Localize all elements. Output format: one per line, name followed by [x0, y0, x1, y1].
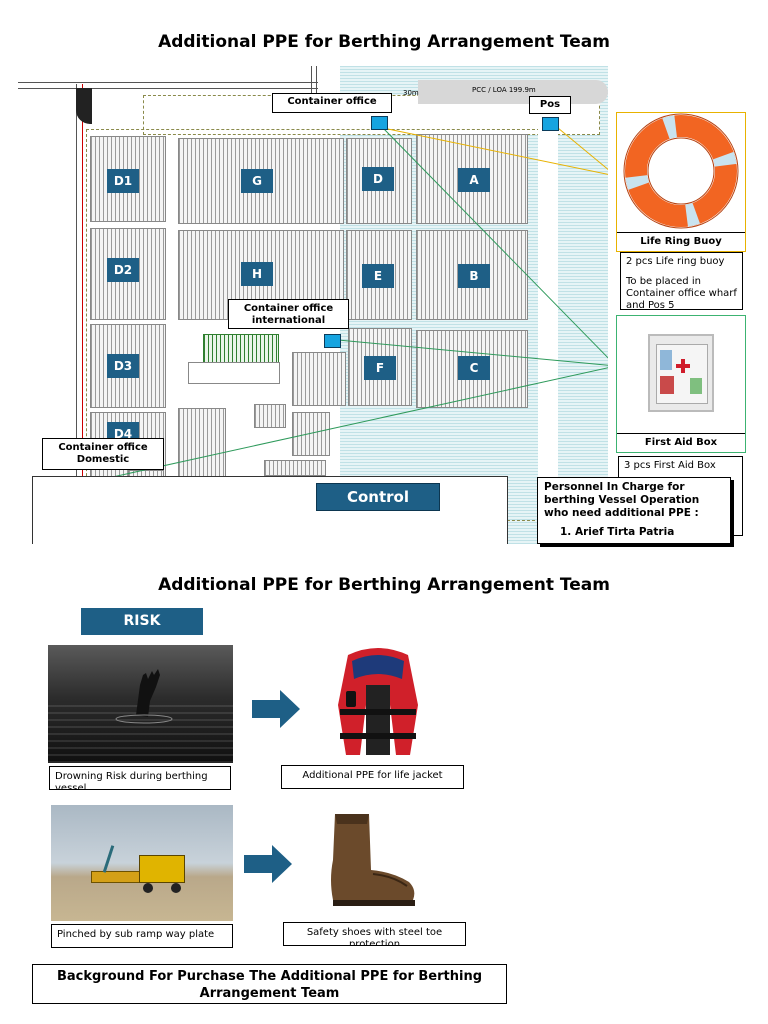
- risk-caption-drowning: Drowning Risk during berthing vessel: [49, 766, 231, 790]
- callout-container-office-domestic: Container office Domestic: [42, 438, 164, 470]
- callout-pos: Pos: [529, 96, 571, 114]
- quay-strip: [538, 129, 558, 544]
- zone-misc-1: [292, 352, 346, 406]
- zone-d3: [90, 324, 166, 408]
- arrow-right-icon-1: [252, 690, 300, 728]
- first-aid-box-icon: [648, 334, 714, 412]
- callout-container-office: Container office: [272, 93, 392, 113]
- zone-d1: [90, 136, 166, 222]
- ppe-caption-life-jacket: Additional PPE for life jacket: [281, 765, 464, 789]
- background-purchase-box: Background For Purchase The Additional P…: [32, 964, 507, 1004]
- zone-label-d2: D2: [107, 258, 139, 282]
- road-mid: [311, 66, 317, 106]
- drowning-photo: [48, 645, 233, 763]
- marker-container-office-international: [324, 334, 341, 348]
- life-ring-icon: [623, 113, 739, 229]
- vessel-outline: [418, 80, 608, 104]
- ppe-caption-safety-shoes: Safety shoes with steel toe protection: [283, 922, 466, 946]
- risk-label: RISK: [81, 608, 203, 635]
- road-left: [76, 84, 83, 544]
- zone-label-d: D: [362, 167, 394, 191]
- life-ring-panel: Life Ring Buoy: [616, 112, 746, 252]
- zone-label-c: C: [458, 356, 490, 380]
- zone-label-f: F: [364, 356, 396, 380]
- zone-label-h: H: [241, 262, 273, 286]
- safety-shoe-image: [323, 810, 419, 910]
- zone-misc-2: [292, 412, 330, 456]
- building-base: [188, 362, 280, 384]
- callout-container-office-international: Container office international: [228, 299, 349, 329]
- zone-e: [346, 230, 412, 320]
- zone-misc-6: [264, 460, 326, 476]
- life-ring-caption: Life Ring Buoy: [617, 232, 745, 247]
- personnel-heading: Personnel In Charge for berthing Vessel …: [544, 481, 700, 519]
- personnel-item: 1. Arief Tirta Patria: [560, 526, 675, 538]
- connector-lines: [107, 127, 608, 479]
- road-top: [18, 82, 318, 89]
- zone-label-e: E: [362, 264, 394, 288]
- vessel-label: PCC / LOA 199.9m: [472, 86, 536, 94]
- arrow-right-icon-2: [244, 845, 292, 883]
- marker-container-office: [371, 116, 388, 130]
- zone-label-d1: D1: [107, 169, 139, 193]
- green-building: [203, 334, 279, 364]
- marker-pos: [542, 117, 559, 131]
- zone-misc-3: [178, 408, 226, 482]
- zone-misc-4: [254, 404, 286, 428]
- zone-label-b: B: [458, 264, 490, 288]
- control-button: Control: [316, 483, 440, 511]
- ramp-photo: [51, 805, 233, 921]
- life-jacket-image: [318, 645, 438, 765]
- slide1-title: Additional PPE for Berthing Arrangement …: [158, 32, 610, 52]
- life-ring-qty: 2 pcs Life ring buoy: [626, 256, 725, 267]
- zone-label-a: A: [458, 168, 490, 192]
- first-aid-panel: First Aid Box: [616, 315, 746, 453]
- life-ring-info: 2 pcs Life ring buoy To be placed in Con…: [620, 252, 743, 310]
- first-aid-caption: First Aid Box: [617, 433, 745, 448]
- slide2-title: Additional PPE for Berthing Arrangement …: [158, 575, 610, 595]
- dimension-label: 30m: [403, 89, 419, 97]
- risk-caption-pinched: Pinched by sub ramp way plate: [51, 924, 233, 948]
- zone-label-d3: D3: [107, 354, 139, 378]
- first-aid-qty: 3 pcs First Aid Box: [624, 460, 716, 471]
- road-corner: [76, 88, 92, 124]
- personnel-panel: Personnel In Charge for berthing Vessel …: [537, 477, 731, 544]
- life-ring-placement: To be placed in Container office wharf a…: [626, 276, 737, 310]
- zone-label-g: G: [241, 169, 273, 193]
